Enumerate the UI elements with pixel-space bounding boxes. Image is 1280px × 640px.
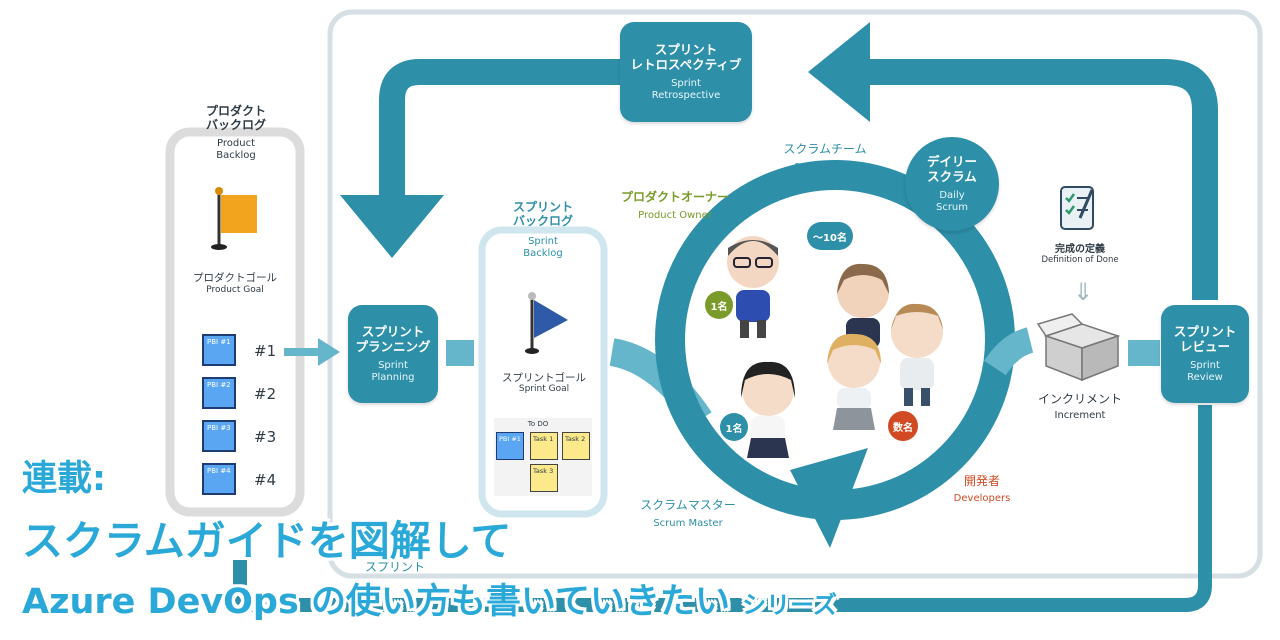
scrum-master-en: Scrum Master [653,518,723,529]
sprint-retrospective-box[interactable]: スプリント レトロスペクティブ Sprint Retrospective [620,22,752,122]
sprint-label: スプリント [364,560,425,574]
dod-label: 完成の定義 [1055,244,1105,255]
planning-en: Sprint Planning [371,360,415,383]
product-backlog-title: プロダクト バックログ [205,104,266,132]
sprint-planning-box[interactable]: スプリント プランニング Sprint Planning [348,305,438,403]
sprint-goal-flag-icon [525,292,568,354]
pbi-number: #4 [254,471,277,489]
planning-jp: スプリント プランニング [355,324,431,354]
product-backlog-subtitle: Product Backlog [216,138,256,161]
review-en: Sprint Review [1187,360,1223,383]
headline-line-3-main: Azure DevOps の使い方も書いていきたい [22,582,730,622]
svg-text:⇓: ⇓ [1073,278,1093,306]
pbi-number: #1 [254,342,277,360]
dod-en: Definition of Done [1041,255,1119,265]
pbi-number: #2 [254,385,277,403]
scrum-team-label: スクラムチーム [783,142,867,156]
pbi-card[interactable]: PBI #3 [202,420,236,452]
scrum-master-avatar [741,361,795,458]
scrum-team-en: Scrum Team [794,162,856,173]
retrospective-jp: スプリント レトロスペクティブ [630,42,742,72]
developers-en: Developers [953,493,1011,504]
headline-line-3-suffix: シリーズ [742,591,837,619]
task-card[interactable]: Task 2 [562,432,590,460]
increment-en: Increment [1054,410,1106,421]
product-goal-flag-icon [211,187,257,250]
dev-count-badge: 数名 [888,411,918,441]
increment-box-icon [1036,313,1121,382]
scrum-master-label: スクラムマスター [640,498,736,512]
product-goal-en: Product Goal [206,285,264,295]
task-card[interactable]: Task 3 [530,464,558,492]
pbi-number: #3 [254,428,277,446]
todo-label: To DO [527,420,549,428]
task-card[interactable]: Task 1 [530,432,558,460]
product-goal-label: プロダクトゴール [193,272,277,284]
increment-label: インクリメント [1037,392,1122,406]
developer-avatar [827,333,881,430]
sprint-backlog-subtitle: Sprint Backlog [523,236,563,259]
pbi-card[interactable]: PBI #4 [202,463,236,495]
sprint-backlog-title: スプリント バックログ [512,200,573,228]
product-owner-label: プロダクトオーナー [620,190,729,204]
review-jp: スプリント レビュー [1173,324,1237,354]
pbi-card[interactable]: PBI #2 [202,377,236,409]
developer-avatar [891,303,943,406]
team-size-badge: 〜10名 [807,222,853,250]
daily-en: Daily Scrum [935,190,969,213]
series-label: 連載: [22,459,106,499]
checklist-icon [1060,186,1094,230]
sprint-pbi-card[interactable]: PBI #1 [496,432,524,460]
sm-count-badge: 1名 [720,413,748,441]
po-count-badge: 1名 [705,291,733,319]
product-owner-en: Product Owner [638,210,712,221]
developers-label: 開発者 [963,474,1000,488]
retrospective-en: Sprint Retrospective [651,78,721,101]
sprint-review-box[interactable]: スプリント レビュー Sprint Review [1161,305,1249,403]
headline-line-3: Azure DevOps の使い方も書いていきたい シリーズ [22,573,837,624]
daily-scrum-circle[interactable]: デイリー スクラム Daily Scrum [905,137,999,231]
daily-jp: デイリー スクラム [926,154,977,184]
headline-line-2: スクラムガイドを図解して [22,517,512,565]
sprint-goal-label: スプリントゴール [502,372,586,384]
pbi-card[interactable]: PBI #1 [202,334,236,366]
sprint-goal-en: Sprint Goal [518,384,570,394]
product-owner-avatar [727,236,779,338]
